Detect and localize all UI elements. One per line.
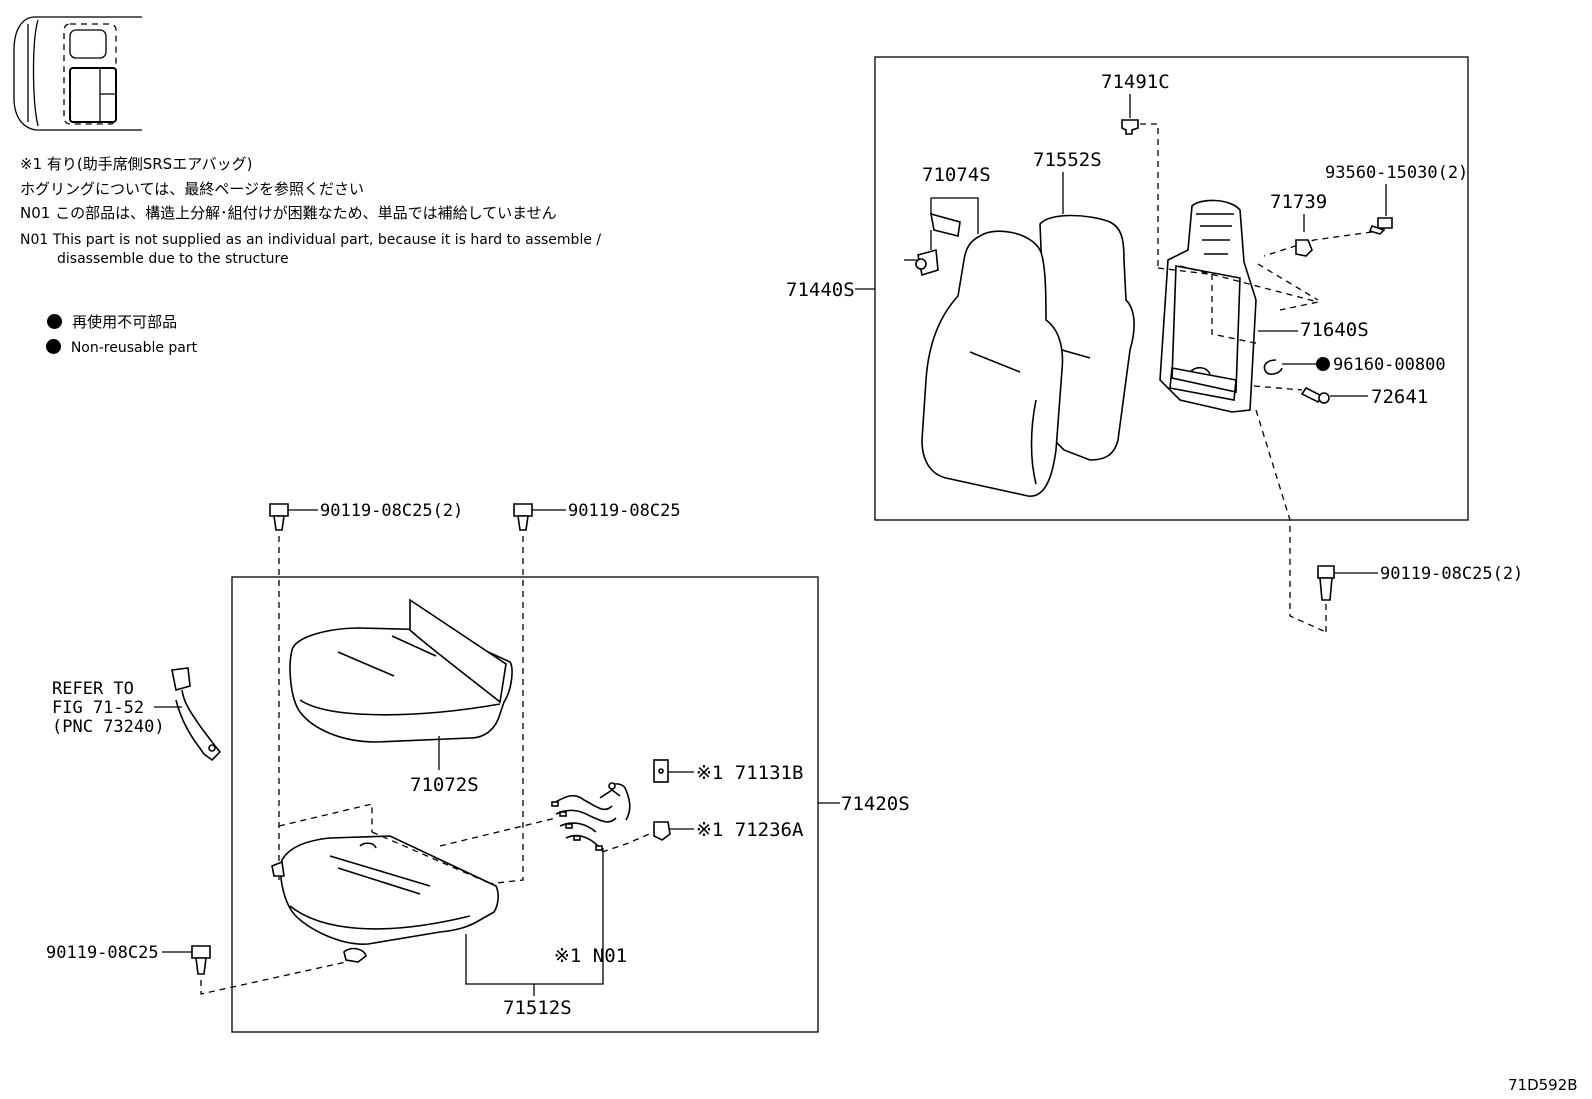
note-airbag: ※1 有り(助手席側SRSエアバッグ) [20,155,253,173]
part-90119-08C25-2-right: 90119-08C25(2) [1380,564,1523,584]
headrest-guide-icon [904,212,961,277]
legend-non-reusable-en: Non-reusable part [28,325,197,369]
wire-harness-icon [551,782,631,851]
seat-cushion-cover-icon [289,598,513,743]
clip-71236A-icon [653,821,671,841]
part-93560-15030: 93560-15030(2) [1325,163,1468,183]
legend-non-reusable-jp: 再使用不可部品 [28,299,177,345]
part-71440S: 71440S [786,279,855,301]
clip-71491C-icon [1121,119,1139,135]
vehicle-locator-icon [13,16,142,131]
refer-line3: (PNC 73240) [52,717,165,737]
seatback-frame-icon [1159,199,1257,413]
part-71236A: ※1 71236A [696,819,804,841]
note-n01-en-line2: disassemble due to the structure [57,251,289,267]
part-71552S: 71552S [1033,149,1102,171]
bolt-90119-top-left-icon [269,503,289,531]
part-71420S: 71420S [841,793,910,815]
seatback-cover-icon [921,230,1064,497]
nut-71739-icon [1295,239,1313,257]
legend-en-label: Non-reusable part [70,340,198,356]
bolt-90119-bottom-left-icon [191,945,211,975]
part-90119-08C25-top: 90119-08C25 [568,501,681,521]
part-71739: 71739 [1270,191,1327,213]
legend-jp-label: 再使用不可部品 [72,313,178,331]
pin-72641-icon [1300,386,1330,404]
refer-line2: FIG 71-52 [52,698,144,718]
part-71074S: 71074S [922,164,991,186]
part-N01: ※1 N01 [554,945,627,967]
part-71491C: 71491C [1101,71,1170,93]
note-hog-ring: ホグリングについては、最終ページを参照ください [20,180,364,198]
seat-belt-buckle-icon [171,667,222,762]
seat-cushion-pad-icon [271,835,499,963]
part-96160-00800: 96160-00800 [1333,355,1446,375]
non-reusable-dot-icon [45,339,61,354]
bolt-90119-top-right-icon [513,503,533,531]
part-71131B: ※1 71131B [696,762,803,784]
part-72641: 72641 [1371,386,1428,408]
note-n01-jp: N01 この部品は、構造上分解･組付けが困難なため、単品では補給していません [20,204,557,222]
bolt-93560-icon [1368,217,1393,235]
figure-id: 71D592B [1508,1076,1578,1094]
seat-cushion-group-frame [231,576,819,1033]
sensor-71131B-icon [653,759,669,783]
note-n01-en-line1: N01 This part is not supplied as an indi… [20,232,602,248]
part-90119-08C25-bottom-left: 90119-08C25 [46,943,159,963]
part-71512S: 71512S [503,997,572,1019]
bolt-90119-right-icon [1317,565,1335,601]
part-90119-08C25-2-top: 90119-08C25(2) [320,501,463,521]
non-reusable-dot-icon [47,314,63,329]
refer-line1: REFER TO [52,679,134,699]
part-71072S: 71072S [410,774,479,796]
part-71640S: 71640S [1300,319,1369,341]
non-reusable-marker-icon [1316,357,1330,371]
hog-ring-icon [1263,359,1283,375]
